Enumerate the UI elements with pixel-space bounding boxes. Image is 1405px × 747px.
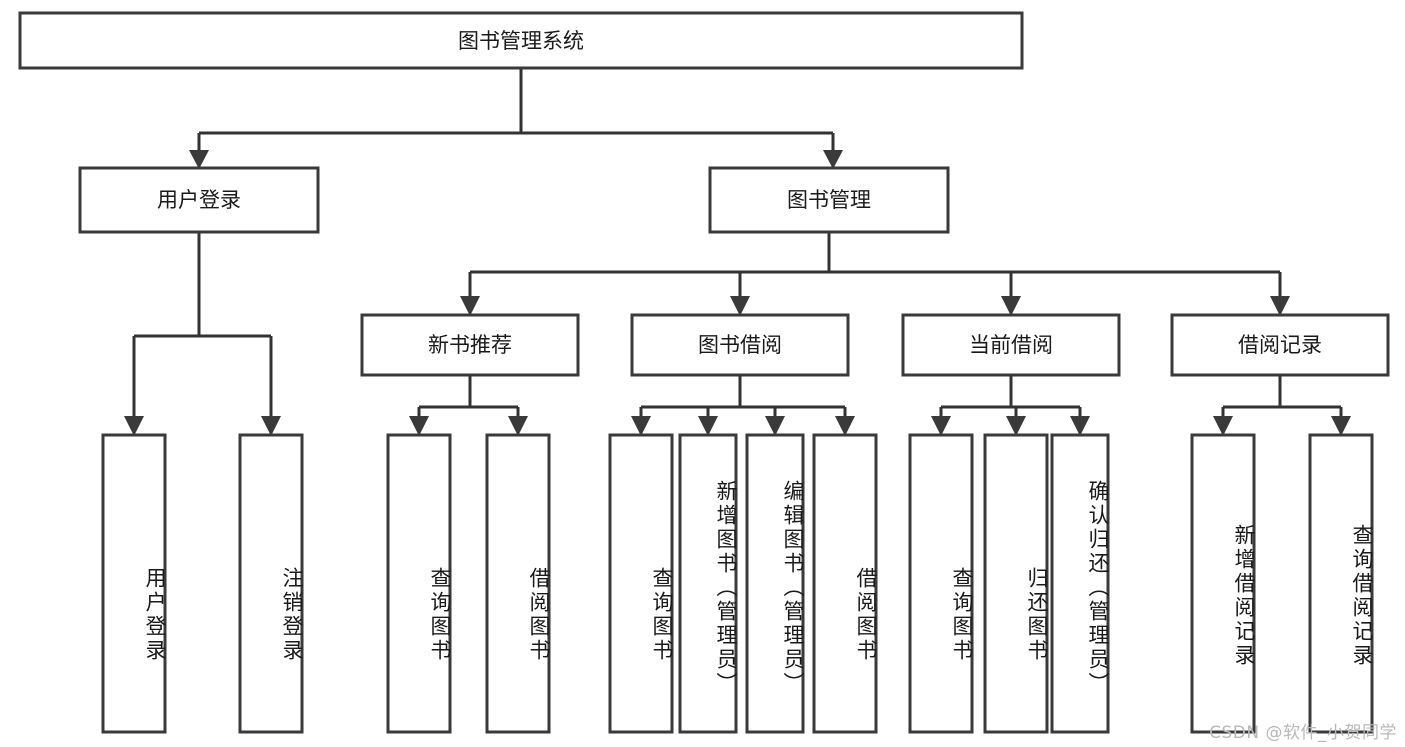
node-root[interactable]: 图书管理系统 [18, 11, 1024, 70]
node-root-label: 图书管理系统 [458, 29, 584, 53]
leaf-box-add-book-admin [678, 433, 738, 734]
leaf-box-logout [238, 433, 304, 734]
node-user-login[interactable]: 用户登录 [78, 166, 320, 234]
leaf-box-user-login [101, 433, 167, 734]
leaf-box-borrow-book-1 [485, 433, 551, 734]
node-new-book-recommend[interactable]: 新书推荐 [360, 313, 580, 377]
leaf-box-query-book-2 [608, 433, 674, 734]
node-current-borrow[interactable]: 当前借阅 [901, 313, 1121, 377]
connector-book-manage-to-level3 [460, 232, 1290, 316]
leaf-box-edit-book-admin [745, 433, 805, 734]
leaf-box-query-book-3 [908, 433, 974, 734]
connector-user-login-to-leaves [124, 232, 281, 436]
node-current-borrow-label: 当前借阅 [969, 333, 1053, 357]
leaf-box-borrow-book-2 [812, 433, 878, 734]
node-book-borrow-label: 图书借阅 [698, 333, 782, 357]
connector-borrow-record-to-leaves [1213, 375, 1351, 436]
node-book-borrow[interactable]: 图书借阅 [630, 313, 850, 377]
connector-book-borrow-to-leaves [631, 375, 855, 436]
leaf-box-query-book-1 [386, 433, 452, 734]
node-borrow-record-label: 借阅记录 [1238, 333, 1322, 357]
node-user-login-label: 用户登录 [157, 188, 241, 212]
node-book-manage[interactable]: 图书管理 [708, 166, 950, 234]
connector-root-to-level2 [189, 68, 843, 169]
leaf-box-query-borrow-record [1308, 433, 1374, 734]
node-book-manage-label: 图书管理 [787, 188, 871, 212]
leaf-box-return-book [983, 433, 1049, 734]
leaf-box-add-borrow-record [1190, 433, 1256, 734]
node-new-book-recommend-label: 新书推荐 [428, 333, 512, 357]
connector-new-book-to-leaves [409, 375, 528, 436]
leaf-node-boxes[interactable] [101, 433, 1374, 734]
leaf-box-confirm-return-admin [1050, 433, 1110, 734]
node-borrow-record[interactable]: 借阅记录 [1170, 313, 1390, 377]
watermark-text: CSDN @软件_小贺同学 [1209, 723, 1397, 743]
connector-current-borrow-to-leaves [931, 375, 1090, 436]
